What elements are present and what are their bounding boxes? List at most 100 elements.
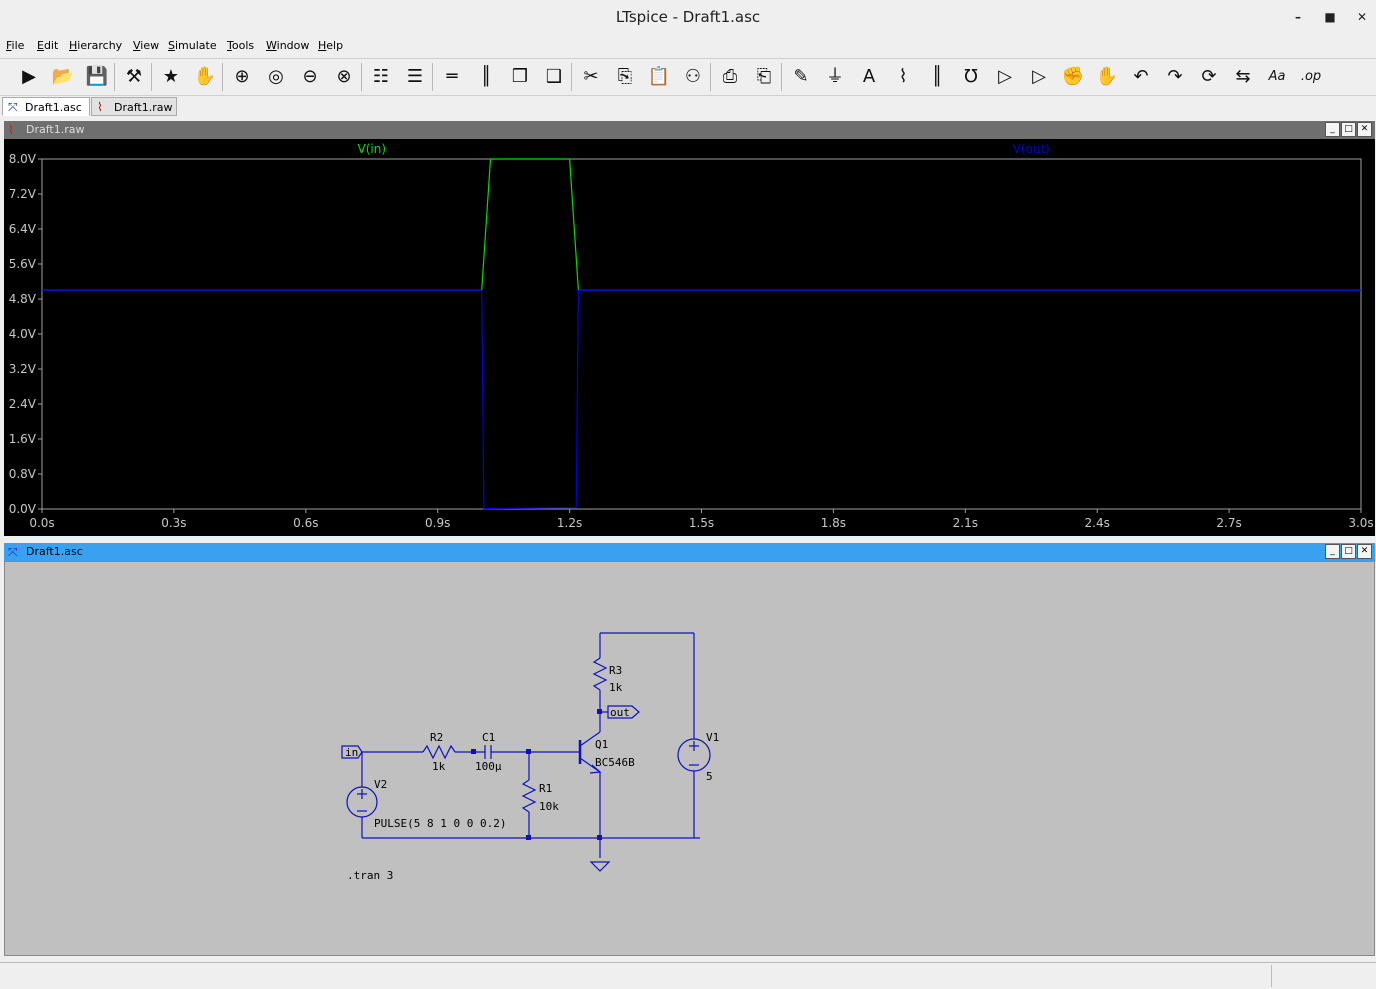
toolbar-separator [222, 63, 223, 91]
r2-name[interactable]: R2 [430, 731, 443, 744]
q1-name[interactable]: Q1 [595, 738, 608, 751]
schematic-window-title: Draft1.asc [26, 545, 83, 558]
move-hand-icon[interactable]: ✊ [1061, 66, 1085, 87]
spice-directive-icon[interactable]: .op [1300, 69, 1322, 84]
r3-name[interactable]: R3 [609, 664, 622, 677]
plot-close-button[interactable]: ✕ [1357, 122, 1372, 137]
maximize-button[interactable]: ■ [1324, 10, 1336, 24]
window-titlebar: LTspice - Draft1.asc – ■ ✕ [0, 0, 1376, 34]
r1-name[interactable]: R1 [539, 782, 552, 795]
menu-tools[interactable]: Tools [227, 39, 255, 52]
y-tick-label: 0.8V [9, 467, 37, 481]
halt-icon[interactable]: ★ [162, 66, 180, 87]
close-button[interactable]: ✕ [1356, 10, 1368, 24]
control-panel-icon[interactable]: ⚒ [125, 66, 143, 87]
menu-help[interactable]: Help [318, 39, 344, 52]
diode-icon[interactable]: ▷ [998, 66, 1012, 87]
y-tick-label: 1.6V [9, 432, 37, 446]
copy-icon[interactable]: ⎘ [617, 66, 633, 87]
menu-hierarchy[interactable]: Hierarchy [69, 39, 123, 52]
voltage-source-v2-symbol[interactable] [346, 786, 378, 818]
net-label-out[interactable]: out [610, 706, 630, 719]
toolbar-separator [361, 63, 362, 91]
schematic-close-button[interactable]: ✕ [1357, 544, 1372, 559]
schematic-canvas[interactable]: in out R2 1k C1 100µ R1 10k R3 1k Q1 BC5… [5, 562, 1374, 955]
v2-name[interactable]: V2 [374, 778, 387, 791]
net-label-in[interactable]: in [345, 746, 358, 759]
print-icon[interactable]: ⎙ [722, 66, 738, 87]
r2-value[interactable]: 1k [432, 760, 446, 773]
zoom-out-icon[interactable]: ⊖ [302, 66, 318, 87]
toolbar-separator [151, 63, 152, 91]
c1-value[interactable]: 100µ [475, 760, 502, 773]
text-icon[interactable]: Aa [1268, 69, 1286, 84]
save-icon[interactable]: 💾 [85, 66, 109, 87]
tile-vertical-icon[interactable]: ║ [480, 66, 492, 87]
arrange-icons-icon[interactable]: ❑ [545, 66, 563, 87]
paste-icon[interactable]: 📋 [647, 66, 671, 87]
r3-value[interactable]: 1k [609, 681, 623, 694]
v1-value[interactable]: 5 [706, 770, 713, 783]
menu-edit[interactable]: Edit [37, 39, 59, 52]
pan-hand-icon[interactable]: ✋ [193, 66, 217, 87]
r1-value[interactable]: 10k [539, 800, 559, 813]
component-icon[interactable]: ▷ [1032, 66, 1046, 87]
autorange-icon[interactable]: ☷ [372, 66, 390, 87]
menu-window[interactable]: Window [266, 39, 310, 52]
resistor-icon[interactable]: ⌇ [898, 66, 908, 87]
drag-hand-icon[interactable]: ✋ [1095, 66, 1119, 87]
schematic-window-titlebar[interactable]: ⤧ Draft1.asc _ □ ✕ [4, 543, 1375, 561]
wire-pencil-icon[interactable]: ✎ [793, 66, 809, 87]
run-icon[interactable]: ▶ [22, 66, 36, 87]
menu-simulate[interactable]: Simulate [168, 39, 217, 52]
find-icon[interactable]: ⚇ [684, 66, 702, 87]
label-net-icon[interactable]: A [862, 66, 876, 87]
menu-file[interactable]: File [6, 39, 25, 52]
redo-icon[interactable]: ↷ [1167, 66, 1183, 87]
y-tick-label: 8.0V [9, 152, 37, 166]
plot-window-titlebar[interactable]: ⌇ Draft1.raw _ □ ✕ [4, 121, 1375, 139]
schematic-minimize-button[interactable]: _ [1325, 544, 1340, 559]
spice-directive[interactable]: .tran 3 [347, 869, 393, 882]
v2-value[interactable]: PULSE(5 8 1 0 0 0.2) [374, 817, 506, 830]
cut-icon[interactable]: ✂ [583, 66, 599, 87]
x-tick-label: 1.5s [689, 516, 714, 530]
c1-name[interactable]: C1 [482, 731, 495, 744]
undo-icon[interactable]: ↶ [1133, 66, 1149, 87]
mirror-icon[interactable]: ⇆ [1235, 66, 1251, 87]
q1-value[interactable]: BC546B [595, 756, 635, 769]
tab-label: Draft1.raw [114, 101, 173, 114]
inductor-icon[interactable]: ℧ [964, 66, 978, 87]
vout-trace-label[interactable]: V(out) [1013, 142, 1050, 156]
plot-maximize-button[interactable]: □ [1341, 122, 1356, 137]
tab-draft1-raw[interactable]: ⌇ Draft1.raw [91, 97, 177, 116]
rotate-icon[interactable]: ⟳ [1201, 66, 1217, 87]
vout-trace[interactable] [42, 289, 1361, 510]
open-folder-icon[interactable]: 📂 [51, 66, 75, 87]
menu-view[interactable]: View [133, 39, 160, 52]
capacitor-icon[interactable]: ║ [931, 66, 943, 87]
cascade-icon[interactable]: ❒ [511, 66, 529, 87]
plot-minimize-button[interactable]: _ [1325, 122, 1340, 137]
v1-name[interactable]: V1 [706, 731, 719, 744]
waveform-icon: ⌇ [97, 100, 103, 114]
x-tick-label: 1.2s [557, 516, 582, 530]
plot-settings-icon[interactable]: ☰ [406, 66, 424, 87]
voltage-source-v1-symbol[interactable] [677, 738, 711, 772]
toolbar: ▶ 📂 💾 ⚒ ★ ✋ ⊕ ◎ ⊖ ⊗ ☷ ☰ ═ ║ ❒ ❑ ✂ ⎘ 📋 ⚇ ⎙ ⎗ ✎ ⏚ A ⌇ ║ ℧ ▷ ▷ ✊ ✋ ↶ ↷ ⟳ ⇆ Aa .o… [0, 58, 1376, 96]
tile-horizontal-icon[interactable]: ═ [446, 66, 458, 87]
tab-draft1-asc[interactable]: ⤧ Draft1.asc [2, 97, 90, 116]
minimize-button[interactable]: – [1295, 10, 1301, 24]
x-tick-label: 2.4s [1085, 516, 1110, 530]
schematic-editor[interactable]: in out R2 1k C1 100µ R1 10k R3 1k Q1 BC5… [4, 561, 1375, 956]
schematic-maximize-button[interactable]: □ [1341, 544, 1356, 559]
zoom-in-icon[interactable]: ⊕ [234, 66, 250, 87]
vin-trace[interactable] [42, 158, 1361, 291]
waveform-plot-svg[interactable]: 0.0V0.8V1.6V2.4V3.2V4.0V4.8V5.6V6.4V7.2V… [4, 139, 1375, 536]
vin-trace-label[interactable]: V(in) [357, 142, 386, 156]
ground-icon[interactable]: ⏚ [826, 66, 844, 87]
zoom-area-icon[interactable]: ◎ [268, 66, 284, 87]
zoom-fit-icon[interactable]: ⊗ [336, 66, 352, 87]
print-preview-icon[interactable]: ⎗ [756, 66, 772, 87]
